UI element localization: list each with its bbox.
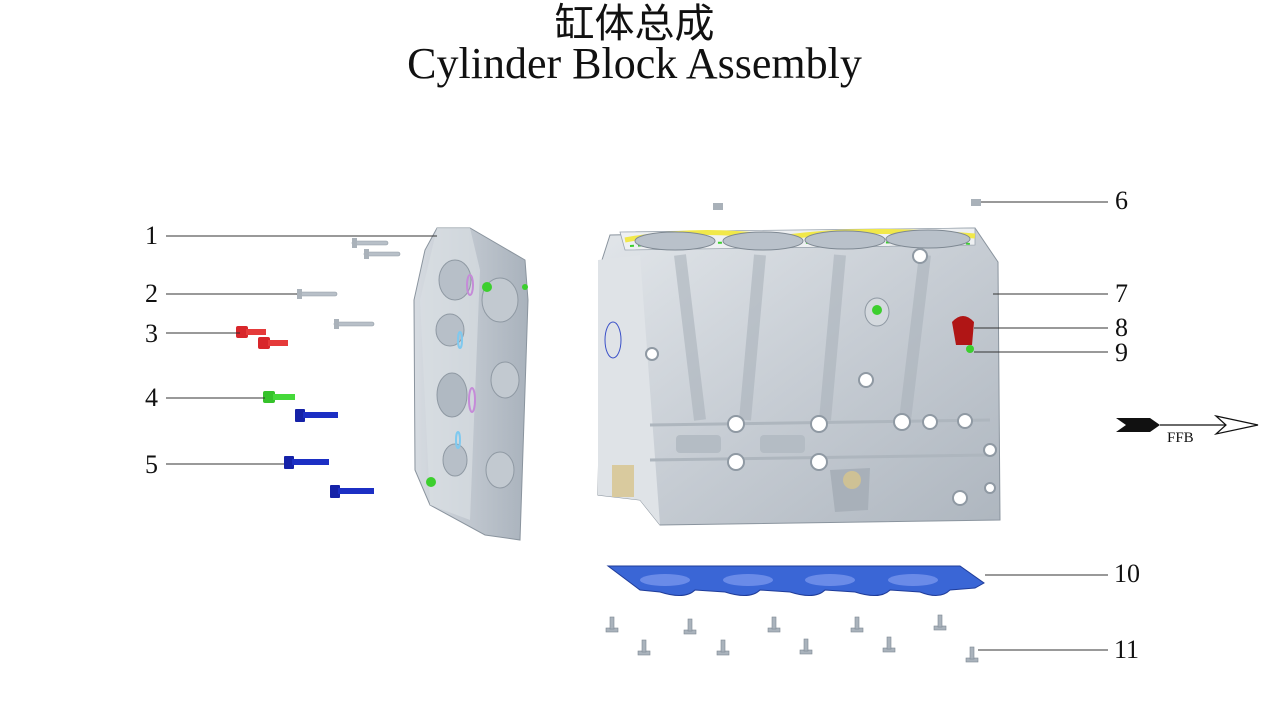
callout-1: 1 — [145, 221, 158, 250]
callout-2: 2 — [145, 279, 158, 308]
bolt-part-2 — [296, 289, 375, 329]
callout-10: 10 — [1114, 559, 1140, 588]
callout-4: 4 — [145, 383, 158, 412]
bolts-part-11 — [605, 614, 979, 663]
callout-8: 8 — [1115, 313, 1128, 342]
dowels-part-3-red — [236, 326, 288, 349]
callout-7: 7 — [1115, 279, 1128, 308]
ffb-arrow-icon — [1116, 414, 1259, 436]
page-title-chinese: 缸体总成 — [554, 1, 715, 47]
leader-lines — [166, 201, 1108, 651]
cylinder-block — [597, 227, 1001, 526]
oil-seal-part-8 — [952, 316, 974, 345]
plug-part-6 — [713, 199, 981, 210]
callout-5: 5 — [145, 450, 158, 479]
plug-part-9 — [966, 345, 974, 353]
callout-9: 9 — [1115, 338, 1128, 367]
callout-3: 3 — [145, 319, 158, 348]
dowel-part-4-green — [263, 391, 295, 403]
callout-11: 11 — [1114, 635, 1139, 664]
end-plate — [413, 227, 529, 541]
gasket-part-10 — [606, 565, 985, 596]
callout-6: 6 — [1115, 186, 1128, 215]
bolts-part-1 — [351, 238, 401, 259]
bolts-part-5-blue — [284, 409, 374, 498]
ffb-label: FFB — [1167, 430, 1194, 446]
page-title-english: Cylinder Block Assembly — [407, 39, 862, 88]
